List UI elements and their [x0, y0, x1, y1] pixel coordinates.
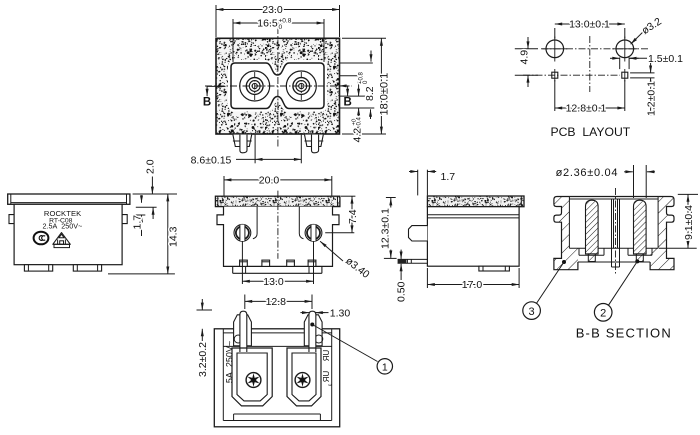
svg-text:+0.8: +0.8 [359, 71, 365, 84]
svg-text:3: 3 [529, 306, 535, 318]
svg-text:RT-C08: RT-C08 [49, 217, 73, 224]
svg-text:B: B [343, 97, 351, 109]
svg-text:7.4: 7.4 [347, 209, 359, 224]
svg-text:1.7: 1.7 [131, 215, 143, 230]
svg-text:ROCKTEK: ROCKTEK [44, 209, 81, 218]
svg-text:23.0: 23.0 [262, 4, 283, 16]
svg-text:1.30: 1.30 [330, 308, 351, 320]
svg-text:4.9: 4.9 [519, 50, 531, 65]
svg-text:c: c [328, 383, 334, 386]
svg-text:0.50: 0.50 [395, 281, 407, 302]
svg-text:12.3±0.1: 12.3±0.1 [380, 208, 392, 249]
svg-text:PCB LAYOUT: PCB LAYOUT [551, 125, 631, 139]
svg-text:+0: +0 [352, 118, 358, 126]
svg-text:0.4: 0.4 [357, 117, 363, 126]
svg-text:16.5: 16.5 [257, 18, 278, 30]
svg-text:2.0: 2.0 [144, 159, 156, 174]
svg-text:13.0±0.1: 13.0±0.1 [569, 19, 610, 31]
svg-text:ЯU: ЯU [322, 350, 331, 362]
svg-text:8.6±0.15: 8.6±0.15 [191, 154, 232, 166]
svg-text:18.0±0.1: 18.0±0.1 [379, 73, 391, 116]
svg-text:13.0: 13.0 [263, 276, 284, 288]
svg-text:14.3: 14.3 [167, 226, 179, 247]
svg-text:12.8: 12.8 [266, 296, 287, 308]
svg-text:0: 0 [279, 24, 283, 31]
svg-text:1.7: 1.7 [441, 171, 456, 183]
svg-text:17.0: 17.0 [462, 279, 483, 291]
svg-text:0: 0 [363, 80, 369, 84]
svg-text:1.5±0.1: 1.5±0.1 [648, 53, 683, 65]
svg-text:12.8±0.1: 12.8±0.1 [566, 103, 607, 115]
svg-text:+0.8: +0.8 [279, 17, 292, 24]
svg-text:9.1±0.4: 9.1±0.4 [683, 205, 695, 240]
svg-text:4.2: 4.2 [352, 128, 364, 143]
svg-text:1.2±0.1: 1.2±0.1 [646, 81, 658, 116]
svg-text:B: B [203, 97, 211, 109]
svg-text:2.5A 250V~: 2.5A 250V~ [43, 222, 83, 231]
svg-text:B-B SECTION: B-B SECTION [576, 326, 672, 341]
svg-text:20.0: 20.0 [259, 175, 280, 187]
svg-text:ЯU: ЯU [322, 371, 331, 383]
svg-text:8.2: 8.2 [364, 86, 376, 101]
svg-text:ø2.36±0.04: ø2.36±0.04 [556, 167, 619, 179]
svg-text:5A 250V~: 5A 250V~ [225, 341, 235, 383]
svg-text:3.2±0.2: 3.2±0.2 [197, 342, 209, 377]
svg-text:1: 1 [382, 361, 388, 373]
svg-text:2: 2 [600, 308, 606, 320]
